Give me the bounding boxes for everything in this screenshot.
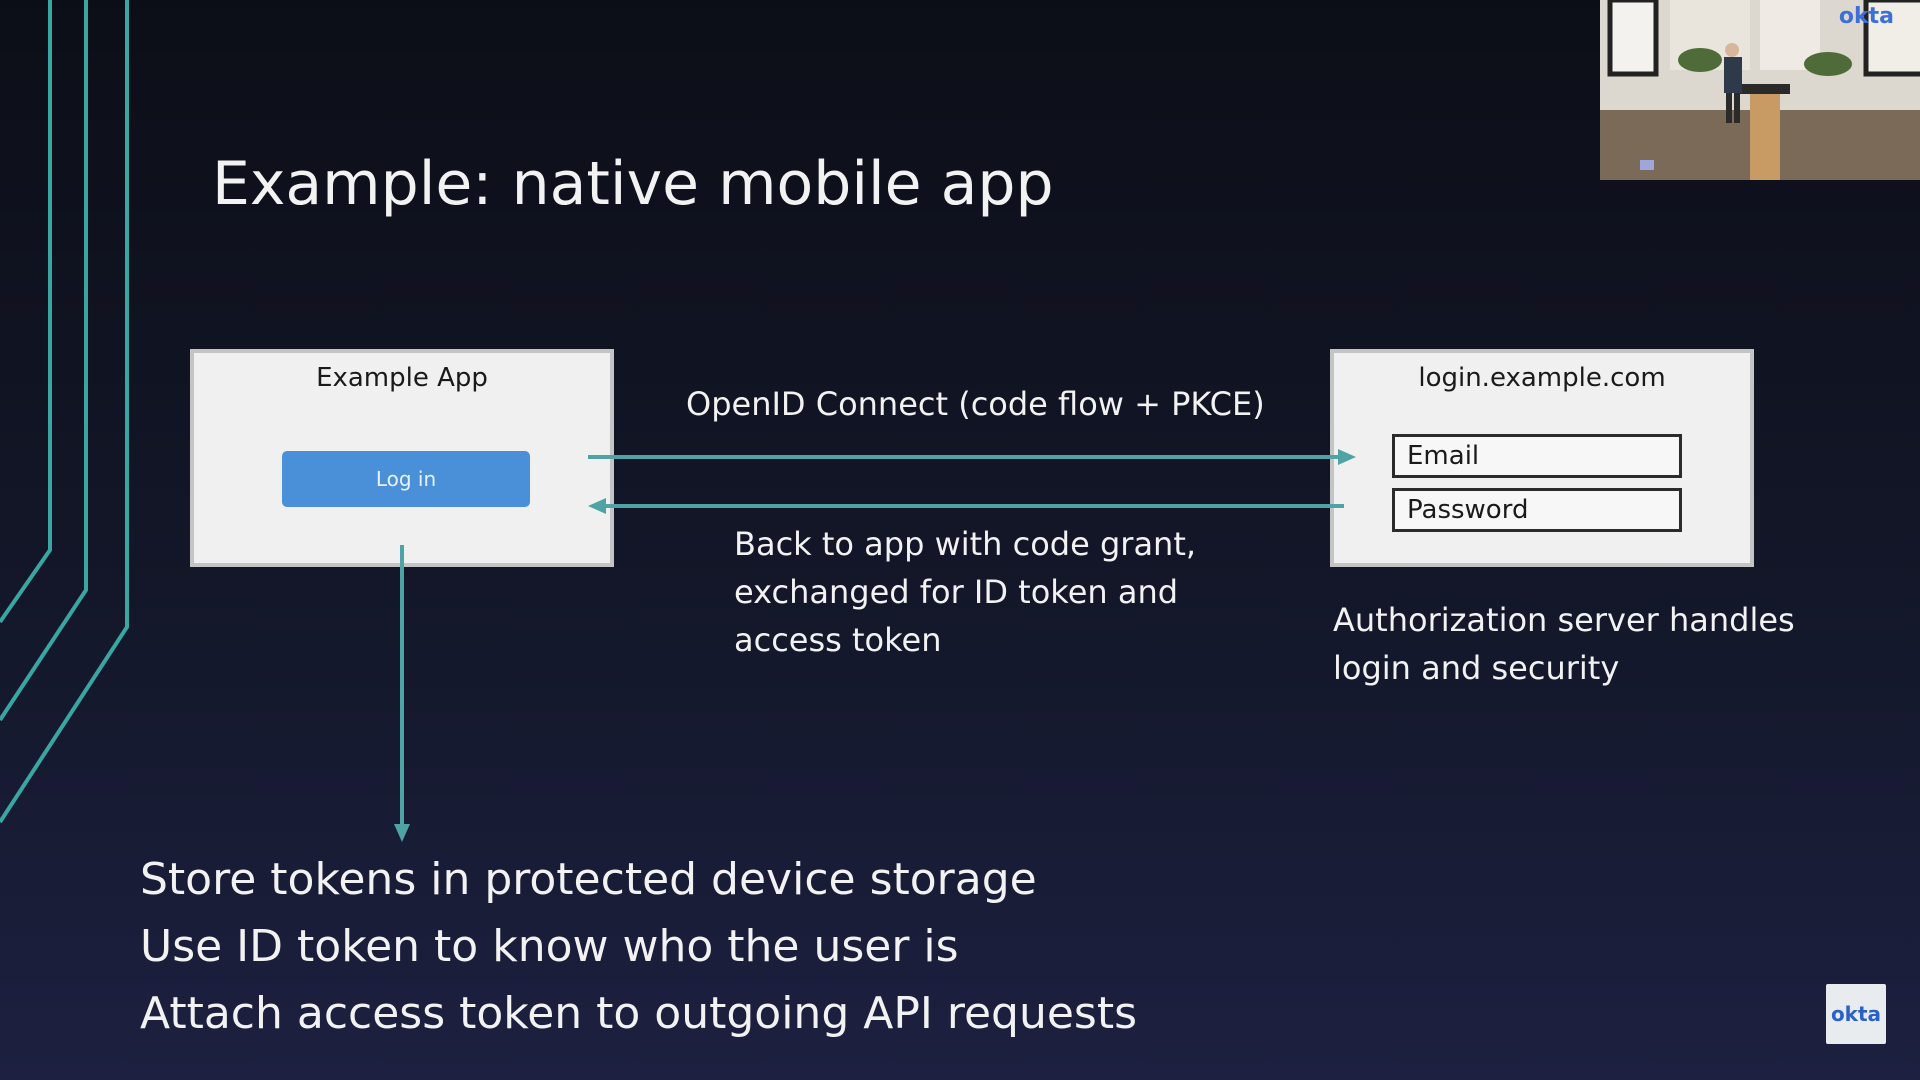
return-line-3: access token	[734, 621, 942, 659]
auth-note-line-1: Authorization server handles	[1333, 601, 1795, 639]
app-box-title: Example App	[316, 363, 488, 393]
webcam-scene	[1600, 0, 1920, 180]
log-in-button[interactable]: Log in	[282, 451, 530, 507]
return-flow-text: Back to app with code grant, exchanged f…	[734, 520, 1196, 664]
auth-server-box: login.example.com Email Password	[1330, 349, 1754, 567]
bottom-point-1: Store tokens in protected device storage	[140, 854, 1037, 905]
deco-line-3	[0, 0, 129, 824]
decorative-lines	[0, 0, 129, 824]
speaker-webcam: okta	[1600, 0, 1920, 180]
password-field[interactable]: Password	[1392, 488, 1682, 532]
example-app-box: Example App Log in	[190, 349, 614, 567]
oidc-flow-label: OpenID Connect (code flow + PKCE)	[686, 385, 1265, 423]
auth-note-line-2: login and security	[1333, 649, 1620, 687]
email-field[interactable]: Email	[1392, 434, 1682, 478]
bottom-points: Store tokens in protected device storage…	[140, 846, 1137, 1047]
okta-corner-logo: okta	[1826, 984, 1886, 1044]
webcam-okta-logo: okta	[1838, 4, 1894, 29]
auth-box-title: login.example.com	[1418, 363, 1666, 393]
return-line-1: Back to app with code grant,	[734, 525, 1197, 563]
auth-note-text: Authorization server handles login and s…	[1333, 596, 1795, 692]
bottom-point-3: Attach access token to outgoing API requ…	[140, 988, 1138, 1039]
slide-title: Example: native mobile app	[212, 149, 1054, 219]
deco-line-1	[0, 0, 52, 624]
return-line-2: exchanged for ID token and	[734, 573, 1179, 611]
arrow-return	[588, 498, 1344, 514]
deco-line-2	[0, 0, 88, 722]
arrow-down	[394, 545, 410, 842]
arrow-request	[588, 449, 1356, 465]
bottom-point-2: Use ID token to know who the user is	[140, 921, 959, 972]
